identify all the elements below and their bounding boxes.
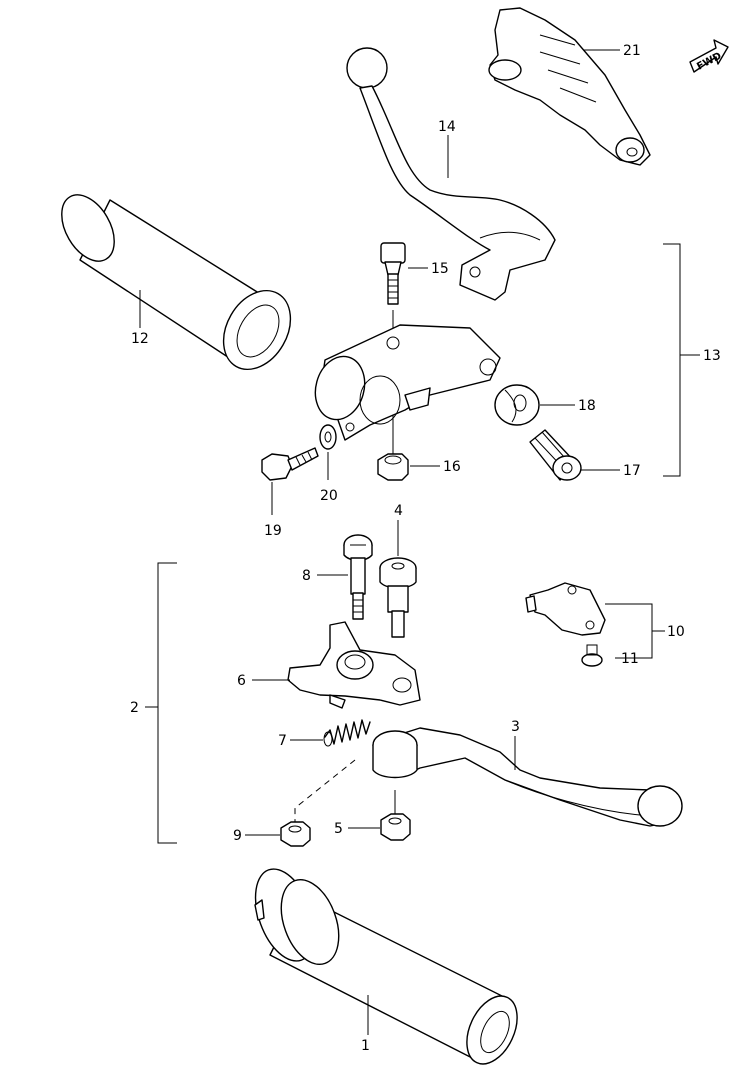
callout-17: 17: [623, 463, 641, 479]
screw-11: [581, 644, 603, 667]
callout-8: 8: [302, 568, 311, 584]
nut-5: [380, 813, 411, 841]
brake-switch-10: [525, 582, 606, 636]
callout-21: 21: [623, 43, 641, 59]
callout-2: 2: [130, 700, 139, 716]
callout-1: 1: [361, 1038, 370, 1054]
callout-13: 13: [703, 348, 721, 364]
callout-18: 18: [578, 398, 596, 414]
clutch-lever-3: [372, 727, 683, 827]
callout-15: 15: [431, 261, 449, 277]
callout-10: 10: [667, 624, 685, 640]
brake-lever: [346, 47, 556, 301]
callout-20: 20: [320, 488, 338, 504]
callout-5: 5: [334, 821, 343, 837]
adjuster-bolt-17: [529, 429, 582, 481]
adjuster-nut-18: [494, 384, 540, 426]
pivot-screw-8: [343, 534, 373, 620]
spring-7: [323, 719, 371, 747]
callout-3: 3: [511, 719, 520, 735]
handlebar-grip-left: [61, 194, 292, 371]
washer-20: [319, 424, 337, 450]
callout-19: 19: [264, 523, 282, 539]
bolt-15: [380, 242, 406, 305]
callout-12: 12: [131, 331, 149, 347]
handlebar-grip-right: [254, 868, 518, 1065]
bolt-19: [261, 447, 319, 481]
alignment-line: [294, 759, 356, 825]
group-bracket-2: [145, 562, 177, 844]
callout-7: 7: [278, 733, 287, 749]
callout-9: 9: [233, 828, 242, 844]
lever-holder: [314, 324, 501, 441]
forward-arrow-icon: FWD: [689, 39, 729, 73]
callout-6: 6: [237, 673, 246, 689]
callout-11: 11: [621, 651, 639, 667]
pivot-bolt-4: [379, 557, 417, 638]
lever-bracket-6: [287, 621, 421, 709]
callout-16: 16: [443, 459, 461, 475]
callout-4: 4: [394, 503, 403, 519]
group-bracket-13: [663, 243, 700, 477]
nut-9: [280, 821, 311, 847]
lever-protector-cover: [488, 7, 651, 166]
callout-14: 14: [438, 119, 456, 135]
nut-16: [377, 453, 409, 481]
